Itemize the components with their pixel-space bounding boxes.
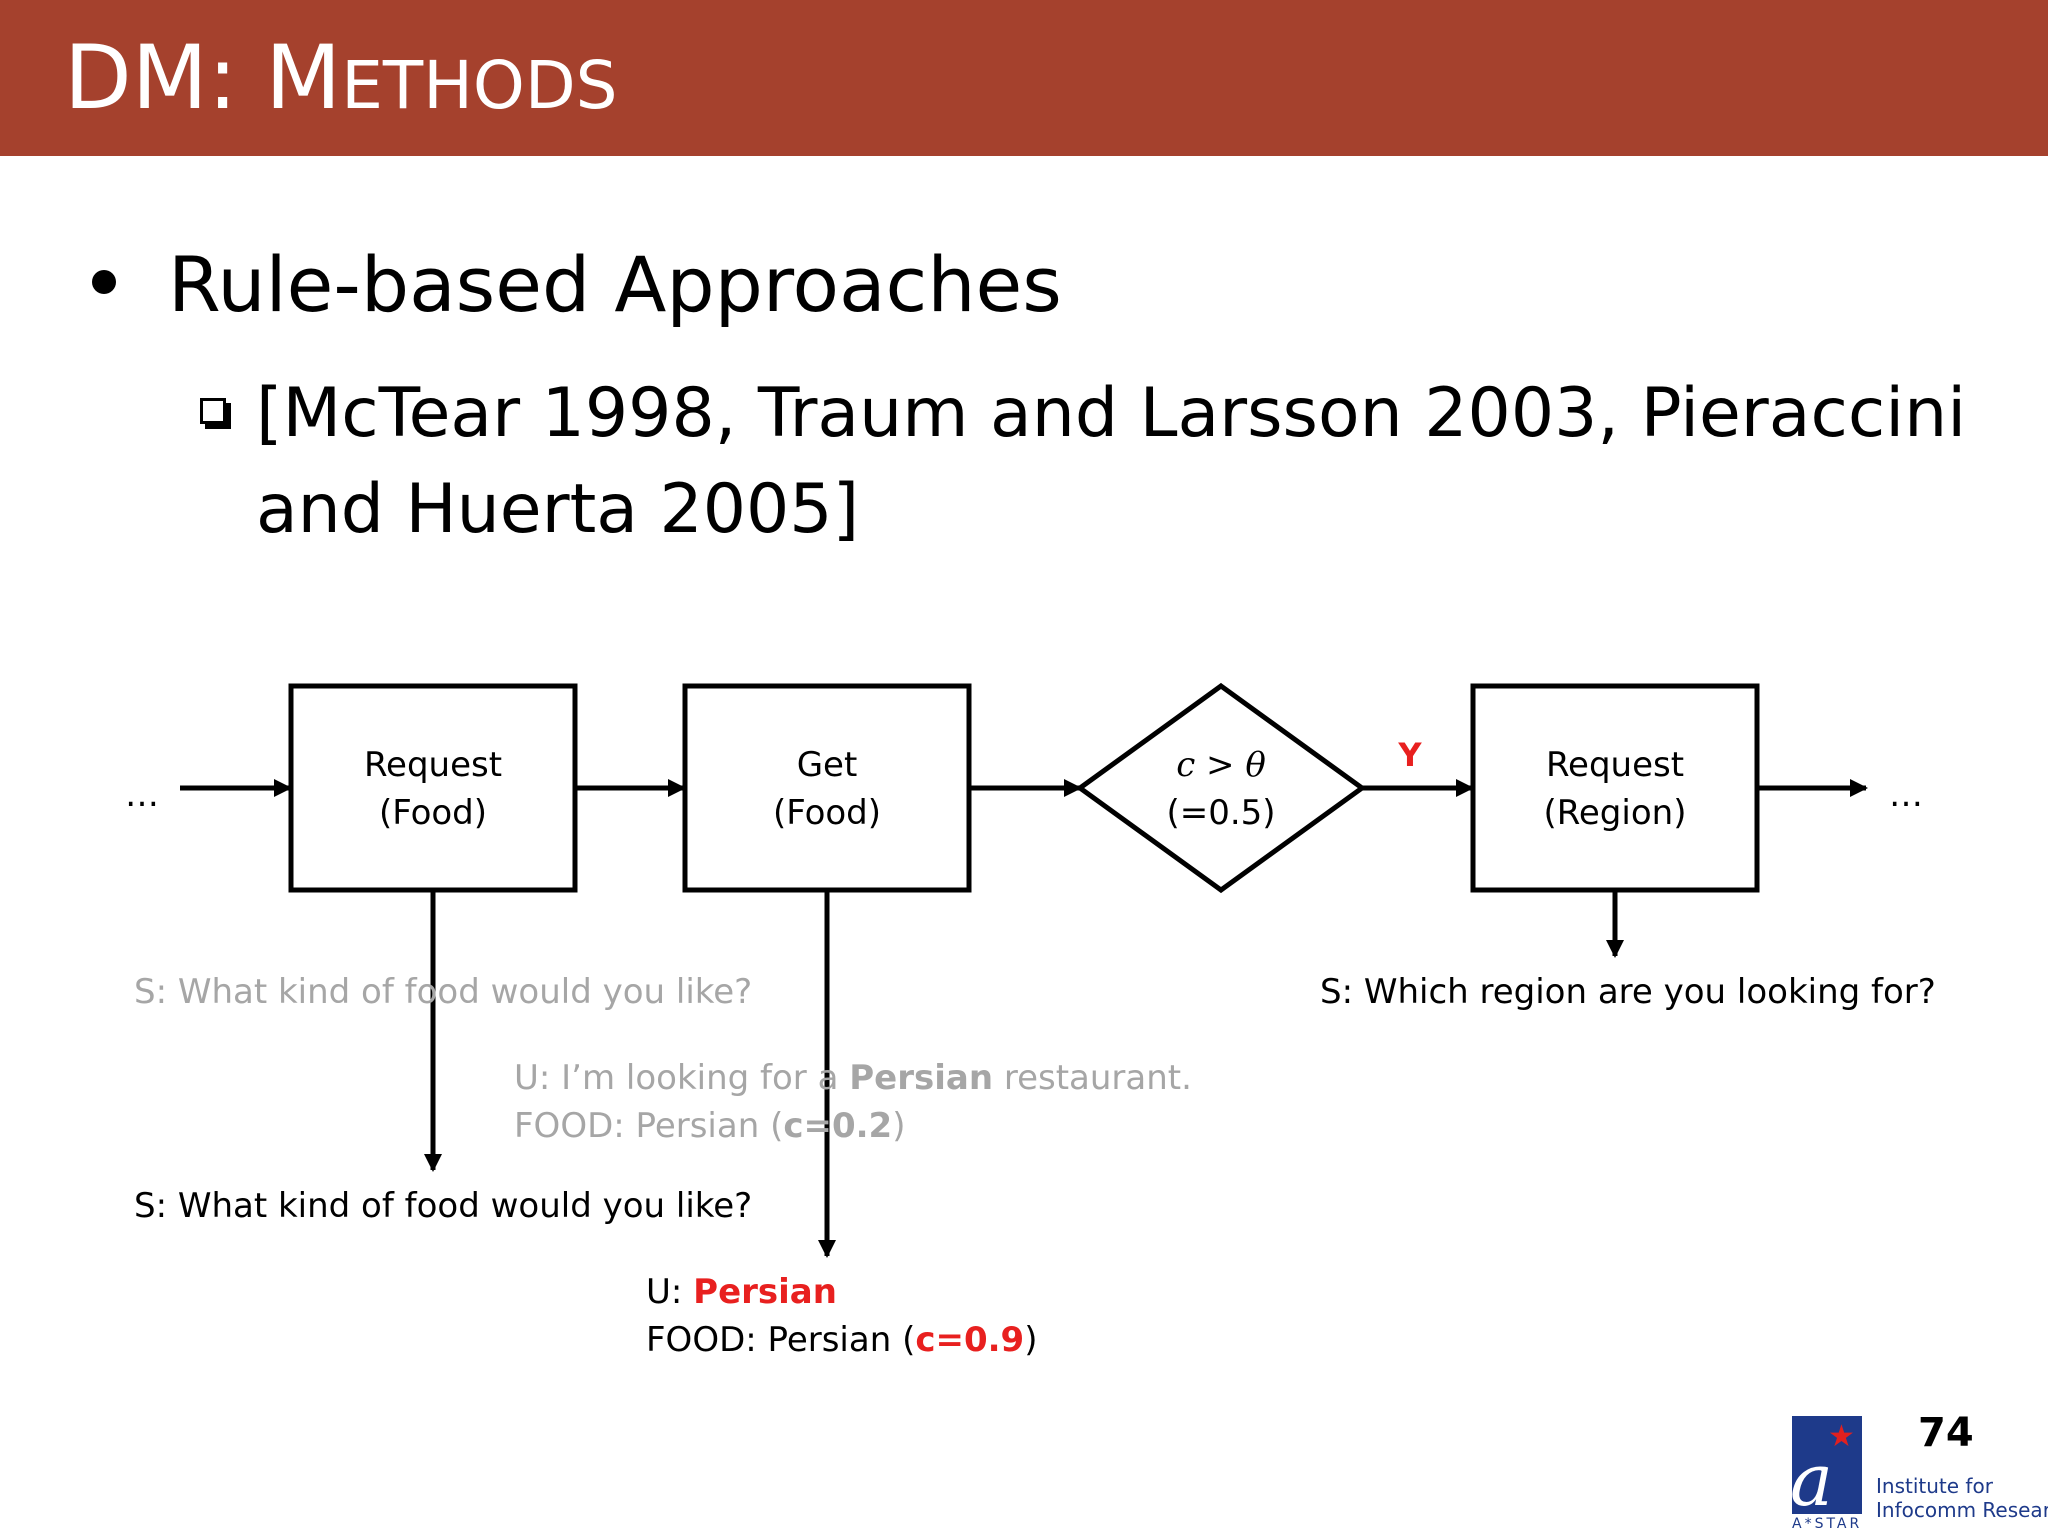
get-food-box — [682, 683, 972, 893]
request-region-line2: (Region) — [1544, 793, 1687, 833]
sub-bullet-line-1: [McTear 1998, Traum and Larsson 2003, Pi… — [256, 374, 1967, 453]
system-prompt-region: S: Which region are you looking for? — [1320, 972, 1936, 1012]
sub-bullet-text: [McTear 1998, Traum and Larsson 2003, Pi… — [256, 366, 1967, 558]
bullet-icon — [92, 270, 116, 294]
institute-line-1: Institute for — [1876, 1474, 1993, 1498]
yes-label: Y — [1397, 736, 1422, 774]
system-prompt-food-faded: S: What kind of food would you like? — [134, 972, 753, 1012]
sub-bullet-line-2: and Huerta 2005] — [256, 470, 860, 549]
slide-title: DM: METHODS — [64, 26, 618, 129]
checkbox-bullet-icon — [200, 398, 226, 424]
user-utterance: U: Persian — [646, 1272, 837, 1312]
request-food-line1: Request — [364, 745, 502, 785]
right-ellipsis: … — [1889, 775, 1923, 815]
bullet-text: Rule-based Approaches — [168, 240, 1062, 329]
user-utterance-faded: U: I’m looking for a Persian restaurant. — [514, 1058, 1192, 1098]
request-region-box — [1470, 683, 1760, 893]
request-food-box — [288, 683, 578, 893]
page-number: 74 — [1918, 1410, 1974, 1456]
get-food-line1: Get — [797, 745, 858, 785]
request-food-line2: (Food) — [379, 793, 487, 833]
left-ellipsis: … — [125, 775, 159, 815]
institute-name: Institute for Infocomm Research — [1876, 1474, 2048, 1522]
request-region-line1: Request — [1546, 745, 1684, 785]
astar-logo — [1792, 1416, 1862, 1514]
title-bar: DM: METHODS — [0, 0, 2048, 156]
logo-astar-text: A*STAR — [1792, 1516, 1863, 1532]
confidence-decision-diamond — [1075, 682, 1367, 894]
get-food-line2: (Food) — [773, 793, 881, 833]
star-icon: ★ — [1828, 1419, 1855, 1454]
decision-condition: c > θ — [1176, 745, 1266, 785]
food-slot-low-confidence: FOOD: Persian (c=0.2) — [514, 1106, 906, 1146]
system-prompt-food: S: What kind of food would you like? — [134, 1186, 753, 1226]
food-slot-high-confidence: FOOD: Persian (c=0.9) — [646, 1320, 1038, 1360]
logo-letter-a-icon: a — [1790, 1438, 1833, 1522]
institute-line-2: Infocomm Research — [1876, 1498, 2048, 1522]
decision-threshold: (=0.5) — [1166, 793, 1275, 833]
